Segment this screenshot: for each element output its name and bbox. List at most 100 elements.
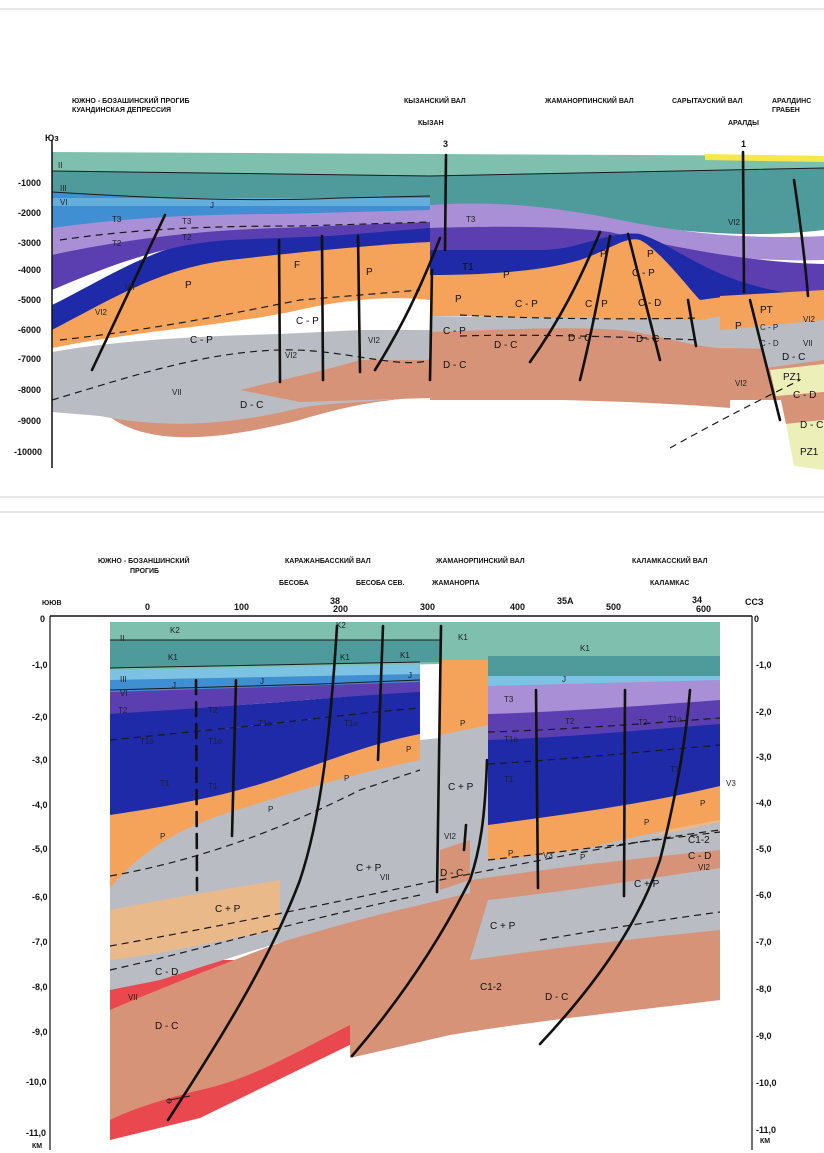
top-lbl-cd-3: C - D xyxy=(793,390,816,401)
bot-lbl-t1oe: T1o xyxy=(504,735,518,744)
bottom-section: ЮЖНО - БОЗАНШИНСКИЙ ПРОГИБ КАРАЖАНБАССКИ… xyxy=(26,556,777,1150)
top-lbl-cp-1: C - P xyxy=(190,335,213,346)
top-lbl-p-3: P xyxy=(455,294,462,305)
top-layer-cd-right xyxy=(760,336,824,368)
top-header-kyzan-swell: КЫЗАНСКИЙ ВАЛ xyxy=(404,96,466,105)
bot-line-vi-dash xyxy=(109,769,421,877)
bot-line-t2-right-dash xyxy=(487,717,721,733)
bot-lbl-f: Ф xyxy=(166,1097,172,1106)
bot-km-100: 100 xyxy=(234,602,249,612)
bot-right-7: -7,0 xyxy=(756,937,772,947)
top-lbl-dc-7: D - C xyxy=(800,420,823,431)
bot-line-cd-dash xyxy=(109,829,721,947)
top-lbl-dc-2: D - C xyxy=(443,360,466,371)
bot-lbl-3: V3 xyxy=(726,779,736,788)
bot-layer-cp-2 xyxy=(110,738,440,886)
bot-layer-cd-left xyxy=(110,880,280,960)
top-fault-7 xyxy=(528,230,602,364)
bot-left-5: -5,0 xyxy=(32,844,48,854)
bot-lbl-vi2-b: VI2 xyxy=(698,863,711,872)
bot-header-karazhanbas: КАРАЖАНБАССКИЙ ВАЛ xyxy=(285,556,371,565)
top-fault-well-araldy xyxy=(741,150,746,294)
bot-lbl-cp-2: C + P xyxy=(356,863,382,874)
bot-well-besoba-sev: БЕСОБА СЕВ. xyxy=(356,580,405,587)
bot-km-500: 500 xyxy=(606,602,621,612)
bot-lbl-dc-2: D - C xyxy=(440,868,463,879)
bot-lbl-k1c: K1 xyxy=(400,651,410,660)
bot-right-4: -4,0 xyxy=(756,798,772,808)
top-lbl-iii: III xyxy=(60,184,67,193)
bot-km-600: 600 xyxy=(696,604,711,614)
bot-left-0: 0 xyxy=(40,614,45,624)
top-layer-p-right xyxy=(430,239,730,322)
top-fault-11 xyxy=(748,298,782,422)
bot-right-9: -9,0 xyxy=(756,1031,772,1041)
top-lbl-dc-5: D - C xyxy=(636,334,659,345)
top-lbl-cd-1: C - D xyxy=(638,298,661,309)
top-layer-green-band xyxy=(52,152,824,176)
bot-left-km: КМ xyxy=(32,1143,42,1150)
bot-lbl-k2: K2 xyxy=(170,626,180,635)
bot-layer-t1o-left xyxy=(110,690,420,742)
bot-lbl-c12b: C1-2 xyxy=(480,982,502,993)
top-layer-p-left xyxy=(52,238,430,348)
bot-layer-p-right xyxy=(488,786,720,862)
top-layer-lightblue xyxy=(52,198,430,206)
top-lbl-t3: T3 xyxy=(112,215,122,224)
top-line-vi2-dash xyxy=(59,289,421,341)
top-tick-1000: -1000 xyxy=(18,178,41,188)
top-layer-dc-far xyxy=(780,392,824,424)
bot-fault-8 xyxy=(622,688,627,898)
bot-lbl-t2b: T2 xyxy=(208,706,218,715)
bot-lbl-t1ob: T1o xyxy=(208,737,222,746)
bot-header-zhamanorpa: ЖАМАНОРПИНСКИЙ ВАЛ xyxy=(435,556,525,565)
bot-right-0: 0 xyxy=(754,614,759,624)
top-fault-10 xyxy=(686,298,698,348)
bot-fault-1 xyxy=(194,678,199,892)
bot-left-2: -2,0 xyxy=(32,712,48,722)
bot-lbl-cd-2: C - D xyxy=(688,851,711,862)
top-line-deep-dash xyxy=(669,379,801,449)
bot-left-11: -11,0 xyxy=(26,1128,46,1138)
bot-axis-title-left: ЮЮВ xyxy=(42,600,62,607)
top-lbl-p-2: P xyxy=(366,267,373,278)
bot-layer-p-center xyxy=(440,660,488,740)
bot-well-no-34: 34 xyxy=(692,595,702,605)
top-tick-8000: -8000 xyxy=(18,385,41,395)
bot-left-6: -6,0 xyxy=(32,892,48,902)
bot-right-2: -2,0 xyxy=(756,707,772,717)
top-fault-6 xyxy=(428,268,434,382)
bot-lbl-dc-1: D - C xyxy=(155,1021,178,1032)
bot-lbl-k1d: K1 xyxy=(458,633,468,642)
bot-lbl-p-4: P xyxy=(406,745,411,754)
top-fault-9 xyxy=(626,232,662,362)
top-tick-10000: -10000 xyxy=(14,447,42,457)
top-header-kuandy-depression: КУАНДИНСКАЯ ДЕПРЕССИЯ xyxy=(72,107,171,114)
bot-right-11: -11,0 xyxy=(756,1125,776,1135)
top-fault-4 xyxy=(356,234,362,374)
bot-fault-5 xyxy=(350,758,489,1058)
bot-header-kalamkas: КАЛАМКАССКИЙ ВАЛ xyxy=(632,556,708,565)
bot-line-vi xyxy=(109,679,421,691)
bot-well-zhamanorpa: ЖАМАНОРПА xyxy=(431,580,480,587)
bot-km-200: 200 xyxy=(333,604,348,614)
top-layer-dc-right-2 xyxy=(430,360,730,408)
bot-km-0: 0 xyxy=(145,602,150,612)
top-depth-ticks: -1000 -2000 -3000 -4000 -5000 -6000 -700… xyxy=(14,178,42,457)
top-lbl-cd-2: C - D xyxy=(760,339,779,348)
bot-lbl-p-7: P xyxy=(644,818,649,827)
top-line-iii xyxy=(51,191,431,201)
bot-lbl-t2d: T2 xyxy=(638,718,648,727)
top-lbl-t1: T1 xyxy=(462,262,474,273)
bot-lbl-t1oc: T1o xyxy=(258,719,272,728)
bot-lbl-c12: C1-2 xyxy=(688,835,710,846)
top-lbl-p-7: P xyxy=(735,321,742,332)
top-lbl-vii-3: VII xyxy=(803,339,813,348)
bot-fault-3 xyxy=(166,624,339,1122)
top-lbl-vi2-4: VI2 xyxy=(728,218,741,227)
top-lbl-cp-7: C - P xyxy=(760,323,778,332)
bot-lbl-k1b: K1 xyxy=(340,653,350,662)
bot-line-right-dash-1 xyxy=(487,831,721,861)
top-layer-pz1-right xyxy=(770,364,824,396)
bot-left-1: -1,0 xyxy=(32,660,48,670)
